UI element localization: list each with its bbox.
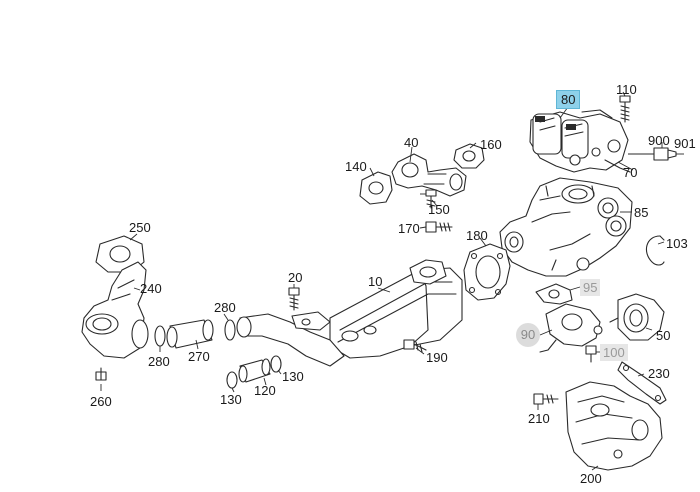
- part-120-sleeve: [238, 358, 271, 383]
- part-40-pipe: [391, 153, 467, 197]
- callout-270: 270: [188, 349, 210, 364]
- part-140-gasket: [359, 171, 393, 205]
- callout-130-left: 130: [220, 392, 242, 407]
- callout-10: 10: [368, 274, 383, 289]
- part-260-screw: [95, 367, 107, 381]
- part-130-ring-right: [270, 355, 282, 373]
- callout-900: 900: [648, 133, 670, 148]
- part-100-screw: [585, 345, 597, 363]
- callout-100: 100: [600, 344, 628, 361]
- callout-901: 901: [674, 136, 696, 151]
- callout-120: 120: [254, 383, 276, 398]
- part-connector-pipe: [236, 311, 345, 367]
- callout-180: 180: [466, 228, 488, 243]
- part-103-clip: [645, 235, 665, 266]
- part-110-screw: [619, 95, 631, 123]
- callout-200: 200: [580, 471, 602, 486]
- part-210-screw: [533, 393, 559, 405]
- part-20-screw: [288, 287, 300, 311]
- part-160-gasket: [453, 143, 485, 169]
- part-180-gasket: [463, 243, 511, 301]
- callout-90: 90: [516, 323, 540, 347]
- callout-95: 95: [580, 279, 601, 296]
- part-240-elbow: [81, 261, 149, 359]
- part-10-egr-cooler: [329, 259, 463, 359]
- part-50-actuator: [609, 293, 665, 341]
- callout-160: 160: [480, 137, 502, 152]
- callout-170: 170: [398, 221, 420, 236]
- callout-110: 110: [616, 82, 637, 97]
- part-280-ring-right: [224, 319, 236, 341]
- callout-140: 140: [345, 159, 367, 174]
- callout-190: 190: [426, 350, 448, 365]
- callout-210: 210: [528, 411, 550, 426]
- callout-40: 40: [404, 135, 419, 150]
- part-170-bolt: [425, 221, 453, 233]
- callout-230: 230: [648, 366, 670, 381]
- callout-130-right: 130: [282, 369, 304, 384]
- callout-280-lower: 280: [148, 354, 170, 369]
- callout-80[interactable]: 80: [556, 90, 581, 109]
- part-85-manifold: [499, 177, 633, 277]
- callout-85: 85: [634, 205, 649, 220]
- part-80-valve-housing: [529, 109, 631, 173]
- callout-250: 250: [129, 220, 151, 235]
- part-200-bracket: [565, 381, 663, 471]
- callout-20: 20: [288, 270, 303, 285]
- part-150-screw: [420, 189, 437, 209]
- leader-lines: [100, 91, 665, 471]
- callout-103: 103: [666, 236, 688, 251]
- part-130-ring-left: [226, 371, 238, 389]
- callout-260: 260: [90, 394, 112, 409]
- part-230-bracket: [617, 361, 667, 405]
- part-270-pipe: [166, 319, 214, 349]
- part-90-valve: [539, 303, 603, 353]
- callout-50: 50: [656, 328, 671, 343]
- callout-150: 150: [428, 202, 450, 217]
- callout-280-upper: 280: [214, 300, 236, 315]
- callout-70: 70: [623, 165, 638, 180]
- part-900-sensor: [628, 142, 684, 161]
- callout-240: 240: [140, 281, 162, 296]
- part-280-ring-left: [154, 325, 166, 347]
- part-190-screw: [403, 339, 427, 353]
- part-95-gasket: [535, 283, 573, 305]
